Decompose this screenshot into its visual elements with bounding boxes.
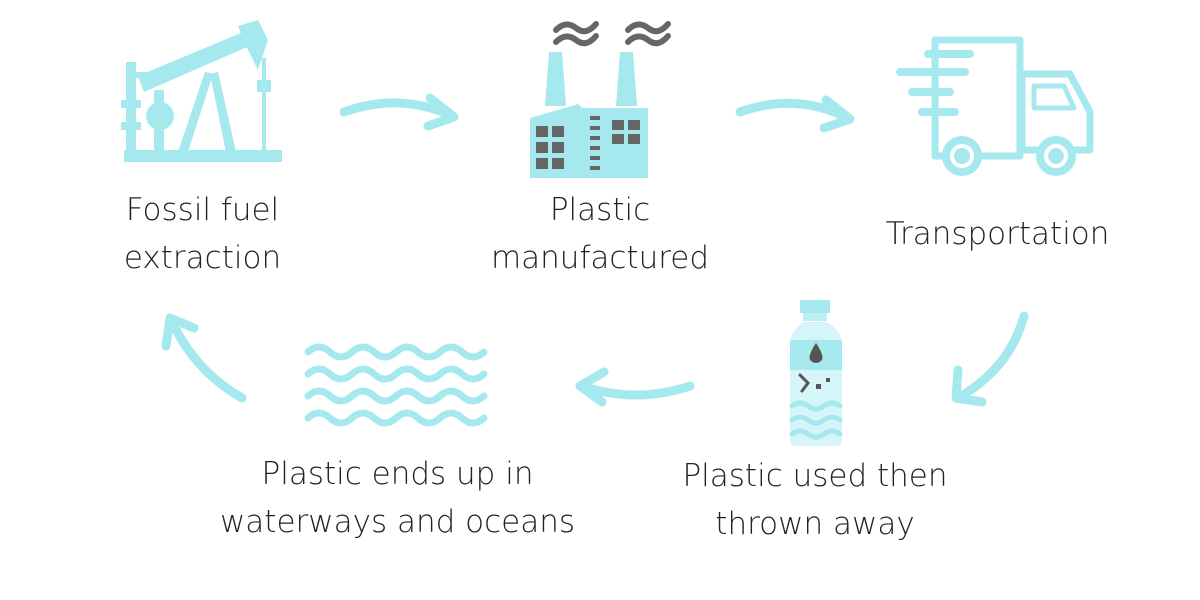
plastic-bottle-icon — [789, 300, 843, 446]
label-line: thrown away — [715, 506, 915, 542]
label-line: Plastic ends up in — [261, 456, 534, 492]
arrow-up-left-icon — [161, 313, 247, 403]
label-line: waterways and oceans — [219, 504, 576, 540]
arrow-left-icon — [575, 367, 695, 407]
factory-icon — [530, 21, 671, 178]
label-line: Transportation — [885, 216, 1110, 252]
label-line: extraction — [123, 240, 282, 276]
smoke-icon — [553, 21, 671, 47]
arrow-down-left-icon — [951, 311, 1029, 407]
step-label-fossil-fuel-extraction: Fossil fuel extraction — [100, 186, 305, 282]
step-label-plastic-used: Plastic used then thrown away — [665, 452, 965, 548]
step-label-plastic-manufactured: Plastic manufactured — [470, 186, 730, 282]
delivery-truck-icon — [896, 36, 1094, 176]
step-label-waterways-oceans: Plastic ends up in waterways and oceans — [205, 450, 590, 546]
waves-icon — [304, 343, 488, 427]
arrow-right-icon — [735, 95, 855, 133]
arrow-right-icon — [339, 93, 459, 131]
label-line: Fossil fuel — [125, 192, 280, 228]
label-line: manufactured — [490, 240, 710, 276]
step-label-transportation: Transportation — [860, 210, 1135, 258]
label-line: Plastic used then — [682, 458, 948, 494]
label-line: Plastic — [549, 192, 651, 228]
oil-pump-icon — [121, 20, 282, 162]
